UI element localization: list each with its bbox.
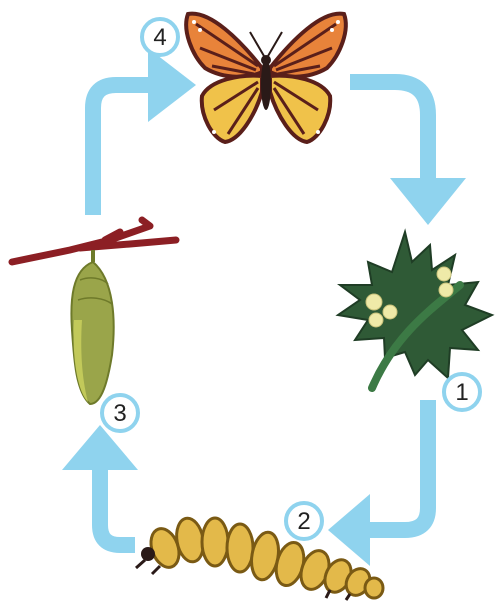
butterfly-antennae bbox=[250, 32, 282, 56]
badge-2: 2 bbox=[286, 503, 322, 539]
arrow-caterpillar-to-chrysalis bbox=[100, 465, 135, 545]
badge-3: 3 bbox=[102, 395, 138, 431]
badge-1-label: 1 bbox=[455, 379, 468, 406]
chrysalis-on-branch bbox=[12, 220, 176, 404]
badge-2-label: 2 bbox=[297, 508, 310, 535]
arrow-butterfly-to-eggs bbox=[350, 82, 428, 185]
arrowhead-left-bottom bbox=[328, 494, 370, 566]
badge-4: 4 bbox=[142, 19, 178, 55]
butterfly bbox=[186, 14, 346, 142]
badge-1: 1 bbox=[444, 374, 480, 410]
egg bbox=[383, 305, 397, 319]
butterfly-head bbox=[261, 55, 271, 65]
egg bbox=[437, 267, 451, 281]
arrowhead-right-top bbox=[148, 48, 196, 122]
arrowhead-down bbox=[390, 178, 466, 225]
badge-4-label: 4 bbox=[153, 24, 166, 51]
caterpillar-head bbox=[141, 547, 155, 561]
egg bbox=[439, 283, 453, 297]
maple-leaf bbox=[338, 232, 492, 378]
egg bbox=[366, 294, 382, 310]
leaf-with-eggs bbox=[338, 232, 492, 388]
butterfly-body bbox=[261, 58, 271, 110]
egg bbox=[369, 313, 383, 327]
arrow-eggs-to-caterpillar bbox=[360, 400, 428, 530]
badge-3-label: 3 bbox=[113, 400, 126, 427]
